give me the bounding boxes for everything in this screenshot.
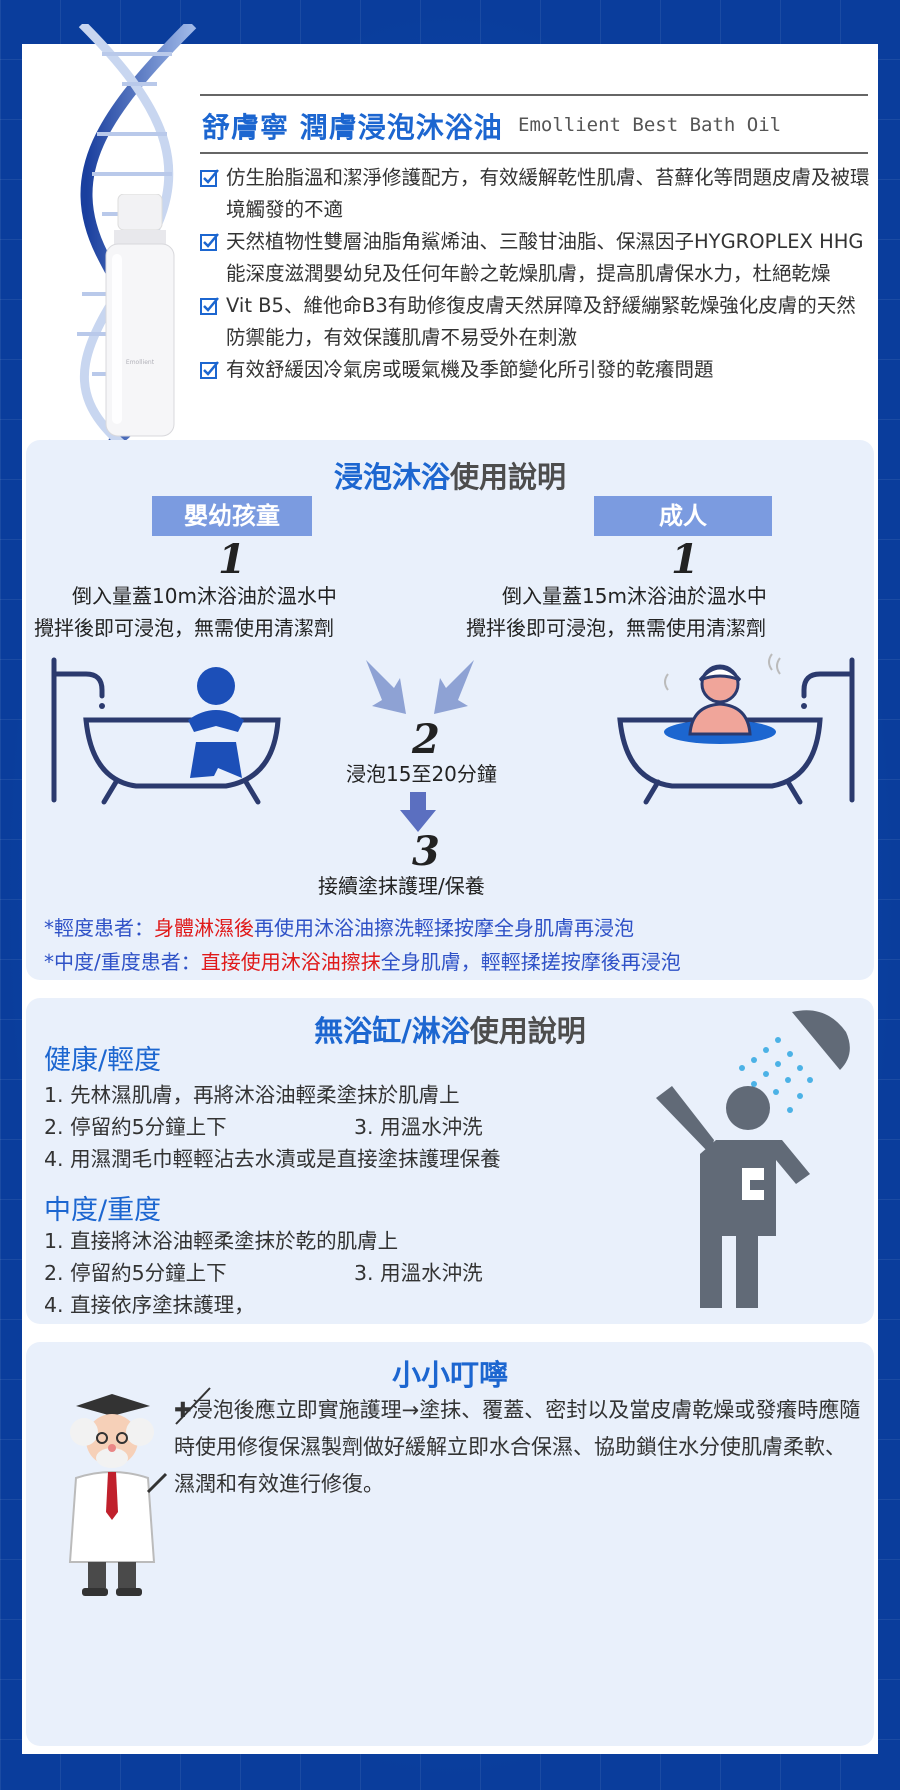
product-title: 舒膚寧 潤膚浸泡沐浴油 [202, 111, 503, 144]
infant-bathtub-illustration [51, 657, 281, 805]
severe-step-2: 2. 停留約5分鐘上下 [44, 1261, 227, 1285]
adult-step1-line2: 攪拌後即可浸泡，無需使用清潔劑 [466, 616, 766, 640]
checkbox-checked-icon [200, 162, 226, 226]
severe-heading: 中度/重度 [44, 1195, 162, 1226]
step2-text: 浸泡15至20分鐘 [346, 762, 497, 786]
doctor-illustration [68, 1394, 168, 1596]
mild-step-3: 3. 用溫水沖洗 [354, 1115, 483, 1139]
shower-instructions-panel: 無浴缸/淋浴使用說明 健康/輕度 1. 先林濕肌膚，再將沐浴油輕柔塗抹於肌膚上 … [26, 998, 874, 1324]
bath-instructions-panel: 浸泡沐浴使用說明 嬰幼孩童 成人 1 1 倒入量蓋10m沐浴油於溫水中 攪拌後即… [26, 440, 874, 980]
severe-patient-note: *中度/重度患者：直接使用沐浴油擦抹全身肌膚，輕輕揉搓按摩後再浸泡 [44, 950, 681, 974]
adult-tag: 成人 [594, 496, 772, 536]
severe-step-4: 4. 直接依序塗抹護理， [44, 1293, 255, 1317]
severe-step-1: 1. 直接將沐浴油輕柔塗抹於乾的肌膚上 [44, 1229, 399, 1253]
feature-text: 仿生胎脂溫和潔淨修護配方，有效緩解乾性肌膚、苔蘚化等問題皮膚及被環境觸發的不適 [226, 166, 870, 221]
infant-step1-line1: 倒入量蓋10m沐浴油於溫水中 [72, 584, 337, 608]
tips-body: ✚浸泡後應立即實施護理→塗抹、覆蓋、密封以及當皮膚乾燥或發癢時應隨時使用修復保濕… [174, 1398, 861, 1496]
product-title-en: Emollient Best Bath Oil [518, 114, 782, 136]
feature-text: 天然植物性雙層油脂角鯊烯油、三酸甘油脂、保濕因子HYGROPLEX HHG 能深… [226, 230, 864, 285]
mild-heading: 健康/輕度 [44, 1045, 162, 1076]
adult-step1-line1: 倒入量蓋15m沐浴油於溫水中 [502, 584, 767, 608]
bath-panel-title: 浸泡沐浴使用說明 [333, 460, 567, 494]
step2-number: 2 [412, 716, 440, 763]
infant-step1-line2: 攪拌後即可浸泡，無需使用清潔劑 [34, 616, 334, 640]
mild-step-2: 2. 停留約5分鐘上下 [44, 1115, 227, 1139]
feature-text: 有效舒緩因冷氣房或暖氣機及季節變化所引發的乾癢問題 [226, 358, 714, 381]
down-arrow-icon [400, 792, 436, 832]
shower-panel-title: 無浴缸/淋浴使用說明 [314, 1014, 586, 1048]
checkbox-checked-icon [200, 290, 226, 354]
checkbox-checked-icon [200, 226, 226, 290]
feature-item: Vit B5、維他命B3有助修復皮膚天然屏障及舒緩繃緊乾燥強化皮膚的天然防禦能力… [200, 290, 870, 354]
svg-text:Emollient: Emollient [126, 359, 155, 366]
feature-text: Vit B5、維他命B3有助修復皮膚天然屏障及舒緩繃緊乾燥強化皮膚的天然防禦能力… [226, 294, 856, 349]
title-rule-bottom [200, 152, 868, 154]
tips-panel: 小小叮嚀 ✚浸泡後應立即實施護理→塗抹、覆蓋、密封以及當皮膚乾燥或發癢時應隨時使… [26, 1342, 874, 1746]
checkbox-checked-icon [200, 354, 226, 389]
product-section: Emollient 250ml 舒膚寧 潤膚浸泡沐浴油 Emollient Be… [22, 24, 878, 484]
mild-patient-note: *輕度患者：身體淋濕後再使用沐浴油擦洗輕揉按摩全身肌膚再浸泡 [44, 916, 634, 940]
product-bottle-image: Emollient [105, 194, 175, 437]
severe-step-3: 3. 用溫水沖洗 [354, 1261, 483, 1285]
adult-step1-number: 1 [671, 536, 699, 583]
infant-step1-number: 1 [218, 536, 246, 583]
shower-person-illustration [656, 1010, 850, 1308]
title-rule-top [200, 94, 868, 96]
converge-arrows-icon [366, 660, 474, 714]
mild-step-1: 1. 先林濕肌膚，再將沐浴油輕柔塗抹於肌膚上 [44, 1083, 460, 1107]
tips-title: 小小叮嚀 [391, 1358, 508, 1392]
tip-slash-line [175, 1387, 211, 1425]
infant-tag: 嬰幼孩童 [152, 496, 312, 536]
feature-item: 有效舒緩因冷氣房或暖氣機及季節變化所引發的乾癢問題 [200, 354, 870, 389]
feature-item: 天然植物性雙層油脂角鯊烯油、三酸甘油脂、保濕因子HYGROPLEX HHG 能深… [200, 226, 870, 290]
step3-text: 接續塗抹護理/保養 [318, 874, 485, 898]
feature-list: 仿生胎脂溫和潔淨修護配方，有效緩解乾性肌膚、苔蘚化等問題皮膚及被環境觸發的不適 … [200, 162, 870, 389]
adult-bathtub-illustration [617, 653, 855, 805]
step3-number: 3 [412, 828, 440, 875]
mild-step-4: 4. 用濕潤毛巾輕輕沾去水漬或是直接塗抹護理保養 [44, 1147, 501, 1171]
content-frame: Emollient 250ml 舒膚寧 潤膚浸泡沐浴油 Emollient Be… [22, 24, 878, 1754]
feature-item: 仿生胎脂溫和潔淨修護配方，有效緩解乾性肌膚、苔蘚化等問題皮膚及被環境觸發的不適 [200, 162, 870, 226]
